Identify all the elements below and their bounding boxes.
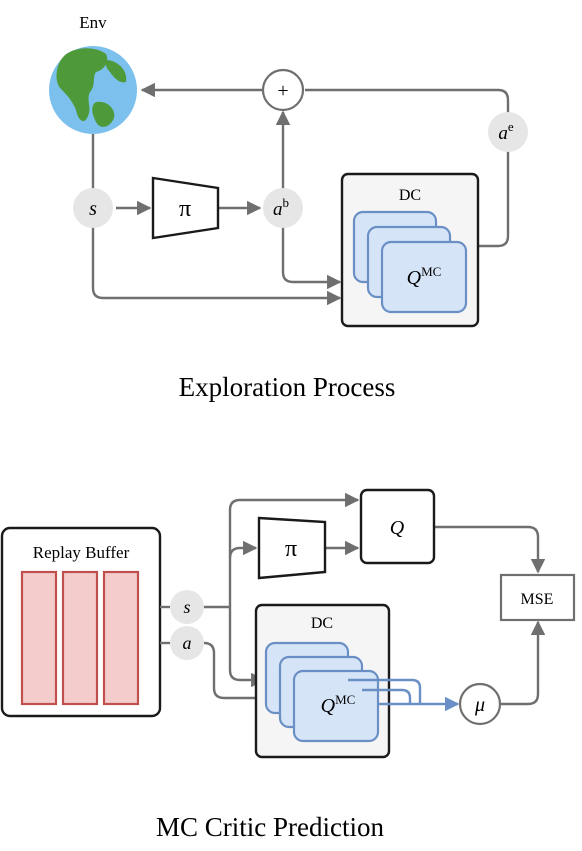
qmc-label: QMC: [407, 264, 442, 289]
critic-diagram: Replay Buffer s a π Q MSE DC: [0, 488, 576, 842]
policy-symbol: π: [285, 536, 297, 562]
mean-node: [458, 682, 502, 726]
wire-card-back-to-mu: [348, 678, 422, 704]
action-label: a: [183, 633, 192, 653]
buffer-column-3: [102, 570, 140, 706]
wire-s-to-q: [228, 492, 360, 607]
base-action-label: ab: [273, 195, 289, 220]
wire-a-to-dc: [203, 641, 280, 706]
wire-s-to-dc: [228, 607, 266, 688]
q-card-front: [380, 240, 468, 314]
mse-box: [499, 573, 576, 622]
q-card-front: [292, 669, 380, 743]
mean-label: μ: [474, 694, 485, 716]
dc-label: DC: [399, 187, 421, 204]
replay-buffer-label: Replay Buffer: [33, 543, 130, 562]
mse-label: MSE: [521, 591, 554, 608]
earth-globe-icon: [49, 46, 137, 134]
state-node: [73, 188, 113, 228]
state-label: s: [89, 198, 97, 220]
state-label: s: [183, 597, 190, 617]
state-node: [170, 590, 204, 624]
exploration-caption: Exploration Process: [179, 372, 396, 402]
exploration-diagram: Env + s π ab ae DC: [49, 13, 528, 402]
env-label: Env: [79, 13, 107, 32]
dc-label: DC: [311, 615, 333, 632]
wire-s-to-policy: [228, 540, 258, 559]
policy-box: [151, 176, 220, 240]
exploration-action-label: ae: [498, 119, 514, 144]
wire-mu-to-mse: [500, 620, 546, 706]
q-box: [359, 488, 436, 565]
wire-dc-to-ae: [478, 150, 510, 248]
sum-node: [261, 68, 305, 112]
wire-ab-to-dc: [281, 226, 342, 290]
exploration-action-node: [488, 112, 528, 152]
wire-card-middle-to-mu: [362, 688, 412, 704]
qmc-label: QMC: [321, 692, 356, 717]
critic-caption: MC Critic Prediction: [156, 812, 384, 842]
wire-q-to-mse: [434, 525, 546, 574]
buffer-column-1: [20, 570, 58, 706]
sum-symbol: +: [277, 80, 288, 102]
buffer-column-2: [61, 570, 99, 706]
base-action-node: [263, 188, 303, 228]
q-label: Q: [390, 517, 405, 539]
action-node: [170, 626, 204, 660]
policy-symbol: π: [179, 196, 191, 222]
policy-box: [257, 516, 327, 580]
wire-ae-to-plus: [305, 88, 510, 114]
wire-s-to-dc: [91, 226, 342, 306]
